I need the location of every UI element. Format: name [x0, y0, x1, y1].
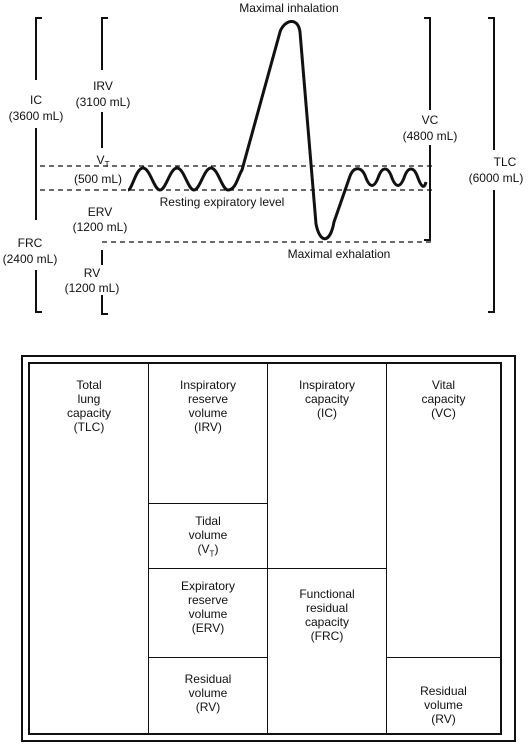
erv-cell: Expiratory reserve volume (ERV)	[148, 568, 268, 658]
spirogram: Maximal inhalation Maximal exhalation Re…	[3, 1, 524, 315]
tlc-line-4: (TLC)	[73, 420, 105, 434]
rv-mid-line-1: Residual	[184, 672, 232, 686]
resting-expiratory-level-label: Resting expiratory level	[160, 195, 285, 209]
irv-cell: Inspiratory reserve volume (IRV)	[148, 363, 268, 504]
maximal-inhalation-label: Maximal inhalation	[239, 1, 338, 15]
irv-line-3: volume	[188, 406, 228, 420]
frc-label: FRC	[18, 236, 43, 250]
vc-label: VC	[422, 113, 439, 127]
rv-right-cell: Residual volume (RV)	[386, 657, 501, 734]
ic-line-1: Inspiratory	[298, 378, 356, 392]
reference-lines	[40, 165, 432, 243]
irv-line-2: reserve	[187, 392, 228, 406]
rv-bracket	[101, 250, 108, 315]
vc-line-2: capacity	[421, 392, 466, 406]
spirometer-trace	[127, 20, 428, 241]
erv-value: (1200 mL)	[73, 220, 128, 234]
tlc-line-1: Total	[76, 378, 102, 392]
ic-line-3: (IC)	[317, 406, 337, 420]
rv-label: RV	[84, 266, 100, 280]
irv-bracket	[101, 17, 108, 148]
rv-mid-line-2: volume	[188, 686, 228, 700]
frc-line-4: (FRC)	[310, 629, 344, 643]
ic-bracket	[35, 17, 42, 190]
ic-value: (3600 mL)	[9, 109, 64, 123]
rv-right-line-1: Residual	[420, 684, 467, 698]
lung-volumes-grid: Total lung capacity (TLC) Inspiratory re…	[28, 362, 502, 735]
tlc-cell: Total lung capacity (TLC)	[29, 363, 149, 734]
vc-cell: Vital capacity (VC)	[386, 363, 501, 658]
frc-line-1: Functional	[299, 587, 355, 601]
erv-line-4: (ERV)	[191, 621, 225, 635]
frc-bracket	[35, 190, 42, 313]
erv-line-1: Expiratory	[180, 579, 236, 593]
irv-line-1: Inspiratory	[179, 378, 237, 392]
tlc-label: TLC	[494, 155, 517, 169]
frc-line-2: residual	[305, 601, 349, 615]
erv-line-3: volume	[188, 607, 228, 621]
vc-line-1: Vital	[431, 378, 456, 392]
rv-mid-line-3: (RV)	[195, 700, 221, 714]
frc-cell: Functional residual capacity (FRC)	[267, 568, 387, 734]
vc-value: (4800 mL)	[403, 129, 458, 143]
vt-line-3: (VT)	[197, 542, 219, 559]
irv-label: IRV	[93, 79, 113, 93]
vc-bracket	[424, 17, 431, 241]
rv-value: (1200 mL)	[65, 281, 120, 295]
vt-label: VT	[97, 153, 110, 169]
irv-line-4: (IRV)	[194, 420, 222, 434]
irv-value: (3100 mL)	[76, 95, 131, 109]
erv-line-2: reserve	[187, 593, 228, 607]
vt-value: (500 mL)	[74, 172, 122, 186]
vt-line-1: Tidal	[195, 514, 221, 528]
vc-line-3: (VC)	[431, 406, 456, 420]
frc-line-3: capacity	[304, 615, 350, 629]
tlc-value: (6000 mL)	[469, 171, 524, 185]
frc-value: (2400 mL)	[3, 252, 58, 266]
erv-label: ERV	[88, 205, 112, 219]
vt-line-2: volume	[188, 528, 228, 542]
rv-right-line-2: volume	[424, 698, 463, 712]
tlc-bracket	[488, 17, 495, 313]
rv-right-line-3: (RV)	[431, 712, 456, 726]
ic-line-2: capacity	[304, 392, 350, 406]
ic-cell: Inspiratory capacity (IC)	[267, 363, 387, 569]
tlc-line-2: lung	[77, 392, 101, 406]
maximal-exhalation-label: Maximal exhalation	[288, 247, 391, 261]
lung-volumes-table: Total lung capacity (TLC) Inspiratory re…	[21, 355, 516, 742]
vt-cell: Tidal volume (VT)	[148, 503, 268, 569]
tlc-line-3: capacity	[66, 406, 112, 420]
rv-mid-cell: Residual volume (RV)	[148, 657, 268, 734]
ic-label: IC	[30, 93, 42, 107]
